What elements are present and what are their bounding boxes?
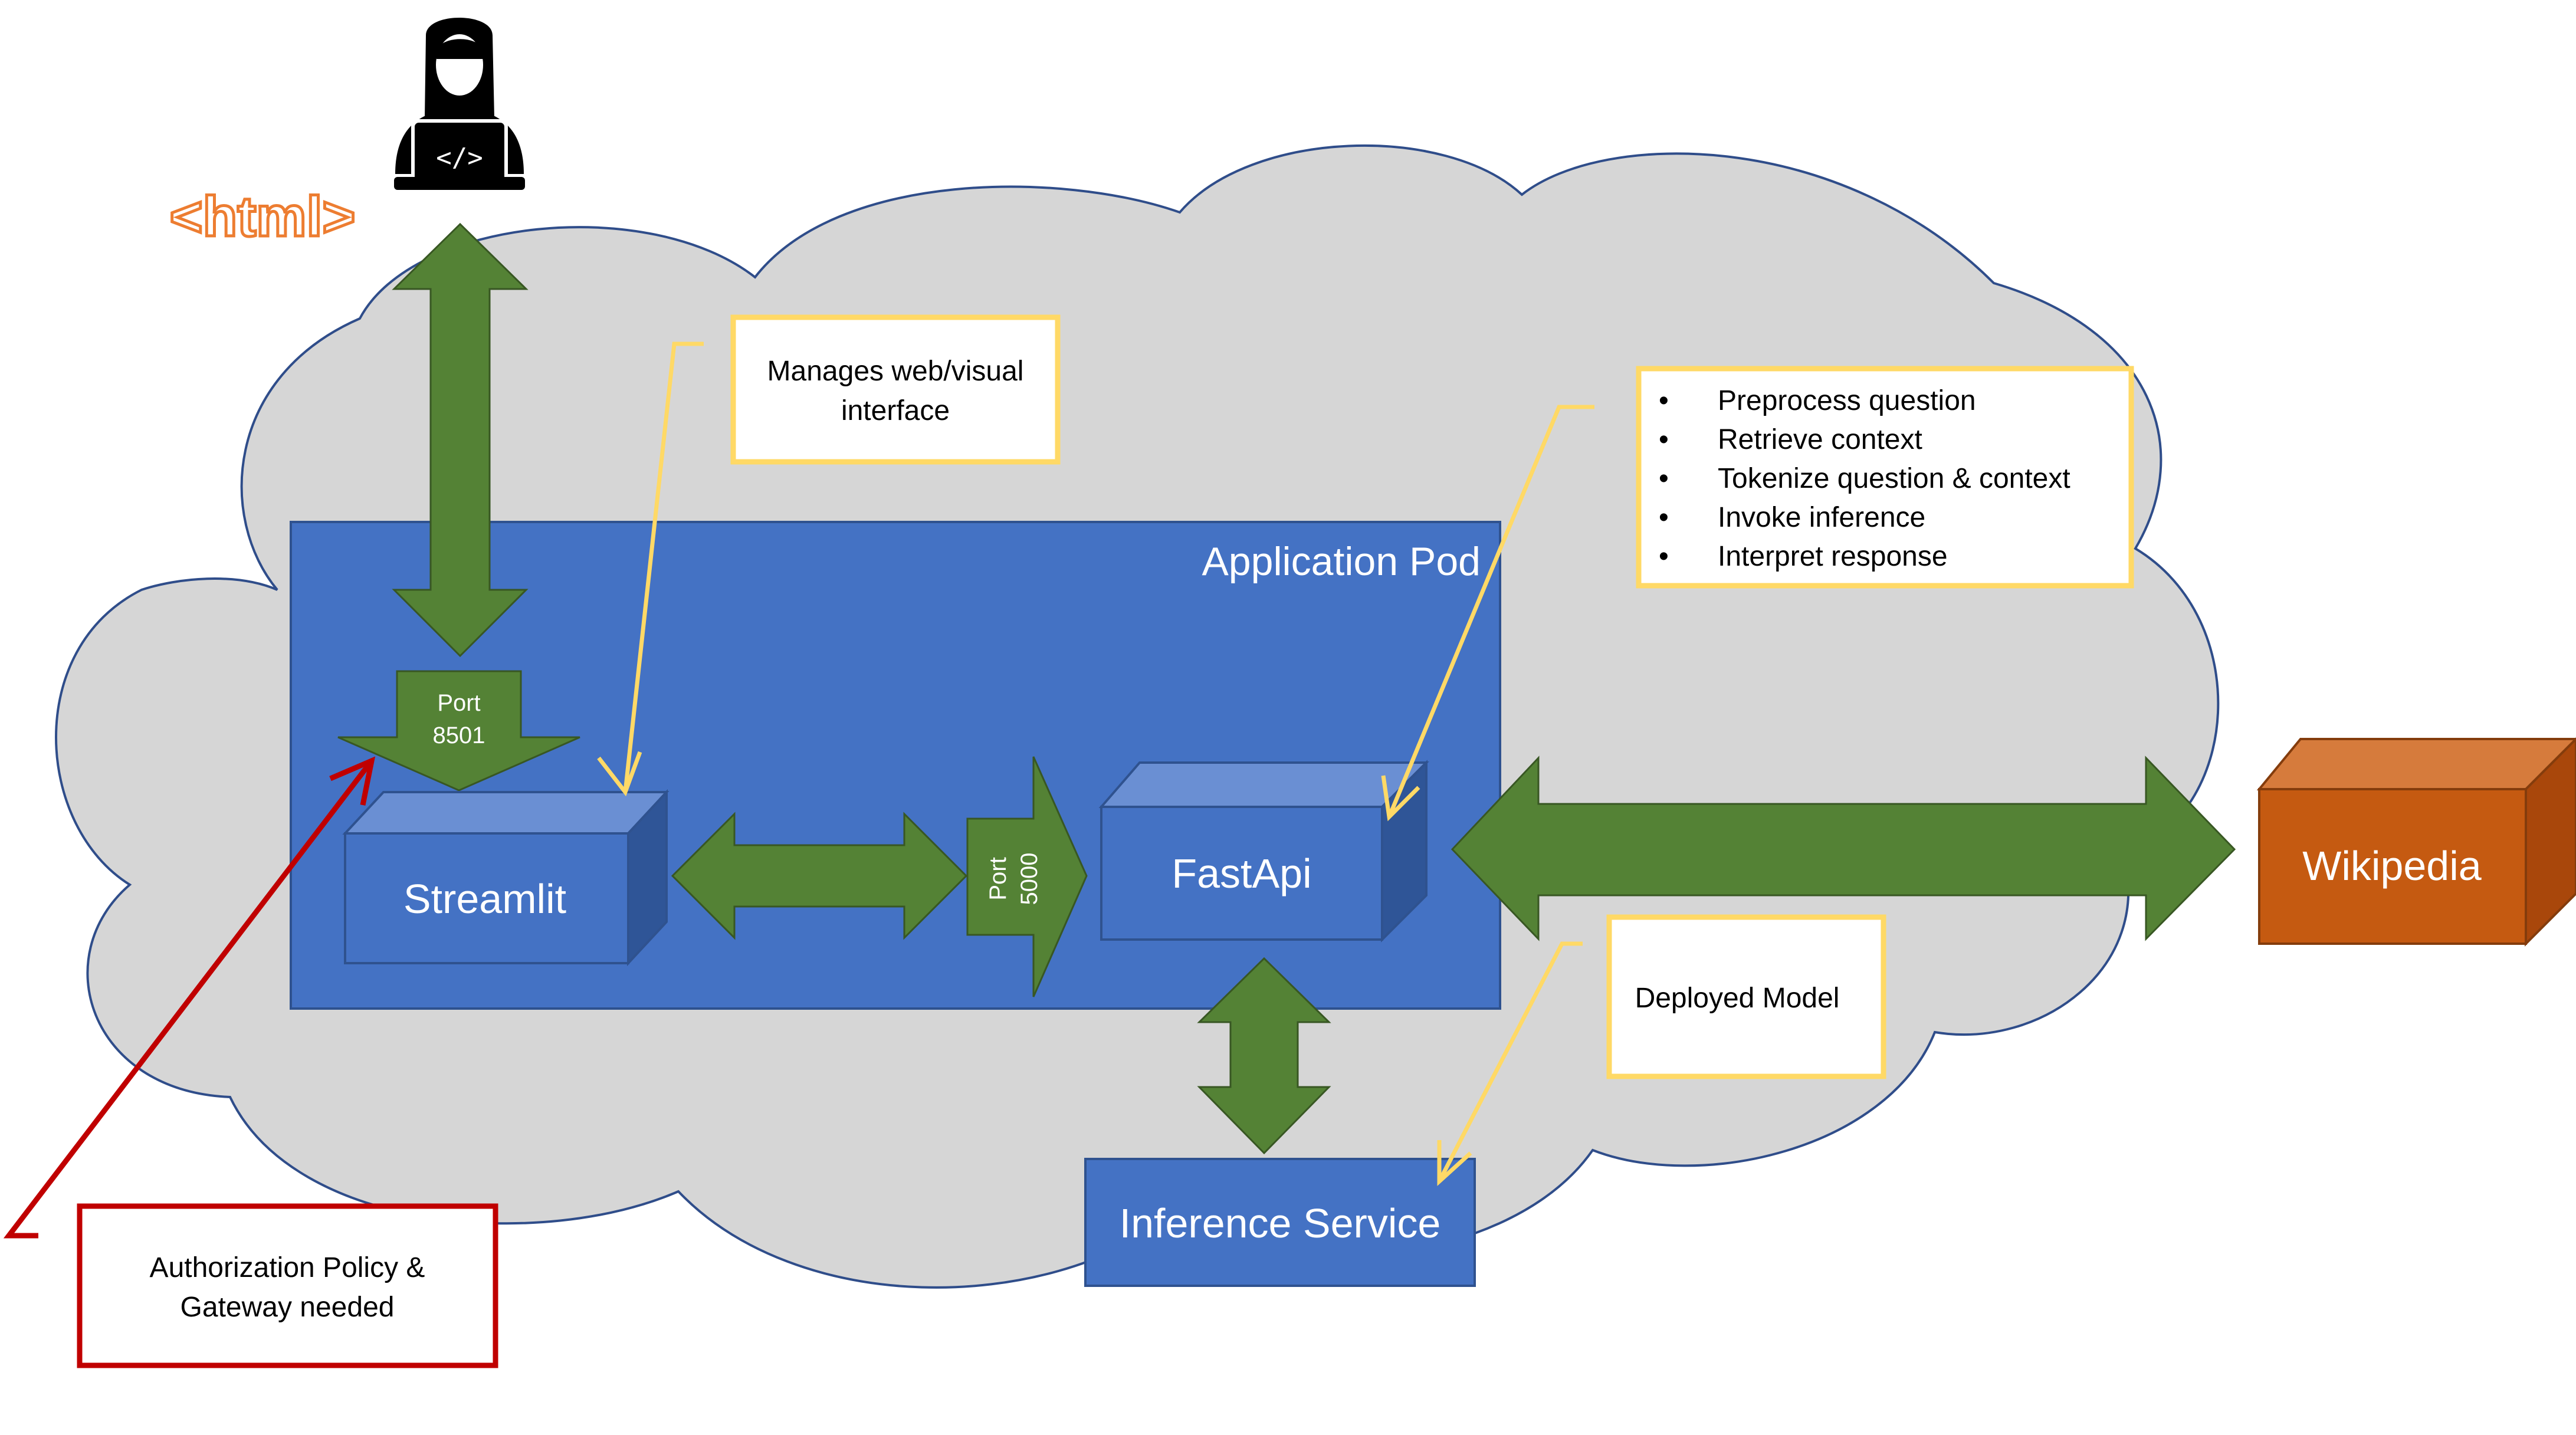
- port-5000-arrow: [966, 756, 1088, 997]
- streamlit-fastapi-arrow: [671, 812, 968, 940]
- callout-deployed-model-pointer: [1437, 941, 1583, 1183]
- list-bullet: •: [1659, 385, 1669, 416]
- callout-web-interface-line2: interface: [841, 395, 950, 426]
- streamlit-box: [342, 789, 670, 967]
- svg-text:</>: </>: [436, 143, 483, 173]
- port-8501-arrow: [337, 670, 580, 792]
- inference-service-box: [1084, 1158, 1476, 1287]
- list-bullet: •: [1659, 424, 1669, 455]
- list-item: Invoke inference: [1718, 502, 1925, 533]
- developer-laptop-icon: </>: [394, 18, 525, 190]
- port-8501-label-line1: Port: [437, 690, 480, 716]
- inference-service-label: Inference Service: [1120, 1200, 1441, 1246]
- list-item: Interpret response: [1718, 541, 1948, 572]
- callout-web-interface-arrowhead: [597, 751, 642, 797]
- callout-authorization-pointer: [3, 759, 374, 1239]
- port-5000-label-line2: 5000: [1016, 853, 1042, 905]
- callout-fastapi-steps-arrowhead: [1381, 775, 1420, 822]
- callout-web-interface-line1: Manages web/visual: [767, 356, 1024, 387]
- callout-authorization-arrowhead: [329, 756, 376, 806]
- callout-deployed-model: [1606, 914, 1886, 1079]
- fastapi-label: FastApi: [1171, 851, 1311, 897]
- wikipedia-box: [2256, 737, 2576, 947]
- html-tag-label: <html>: [170, 185, 356, 248]
- port-8501-label-line2: 8501: [433, 723, 485, 748]
- callout-fastapi-steps: [1636, 366, 2134, 589]
- list-bullet: •: [1659, 463, 1669, 494]
- callout-deployed-model-arrowhead: [1437, 1140, 1472, 1186]
- wikipedia-label: Wikipedia: [2302, 843, 2482, 889]
- list-bullet: •: [1659, 541, 1669, 572]
- list-item: Tokenize question & context: [1718, 463, 2070, 494]
- application-pod-title: Application Pod: [1202, 539, 1481, 584]
- callout-authorization: [77, 1203, 498, 1368]
- callout-fastapi-steps-list: • Preprocess question • Retrieve context…: [1659, 385, 2070, 572]
- list-item: Retrieve context: [1718, 424, 1922, 455]
- callout-web-interface: [730, 314, 1061, 465]
- port-5000-label-line1: Port: [985, 857, 1011, 900]
- fastapi-inference-arrow: [1197, 957, 1331, 1155]
- callout-fastapi-steps-pointer: [1387, 405, 1594, 818]
- streamlit-label: Streamlit: [403, 876, 566, 922]
- list-bullet: •: [1659, 502, 1669, 533]
- callout-authorization-line2: Gateway needed: [181, 1292, 395, 1323]
- fastapi-box: [1098, 760, 1429, 943]
- list-item: Preprocess question: [1718, 385, 1976, 416]
- user-streamlit-arrow: [392, 222, 529, 658]
- callout-deployed-model-text: Deployed Model: [1635, 983, 1840, 1014]
- fastapi-wikipedia-arrow: [1451, 756, 2236, 941]
- callout-web-interface-pointer: [623, 341, 704, 793]
- callout-authorization-line1: Authorization Policy &: [150, 1252, 425, 1283]
